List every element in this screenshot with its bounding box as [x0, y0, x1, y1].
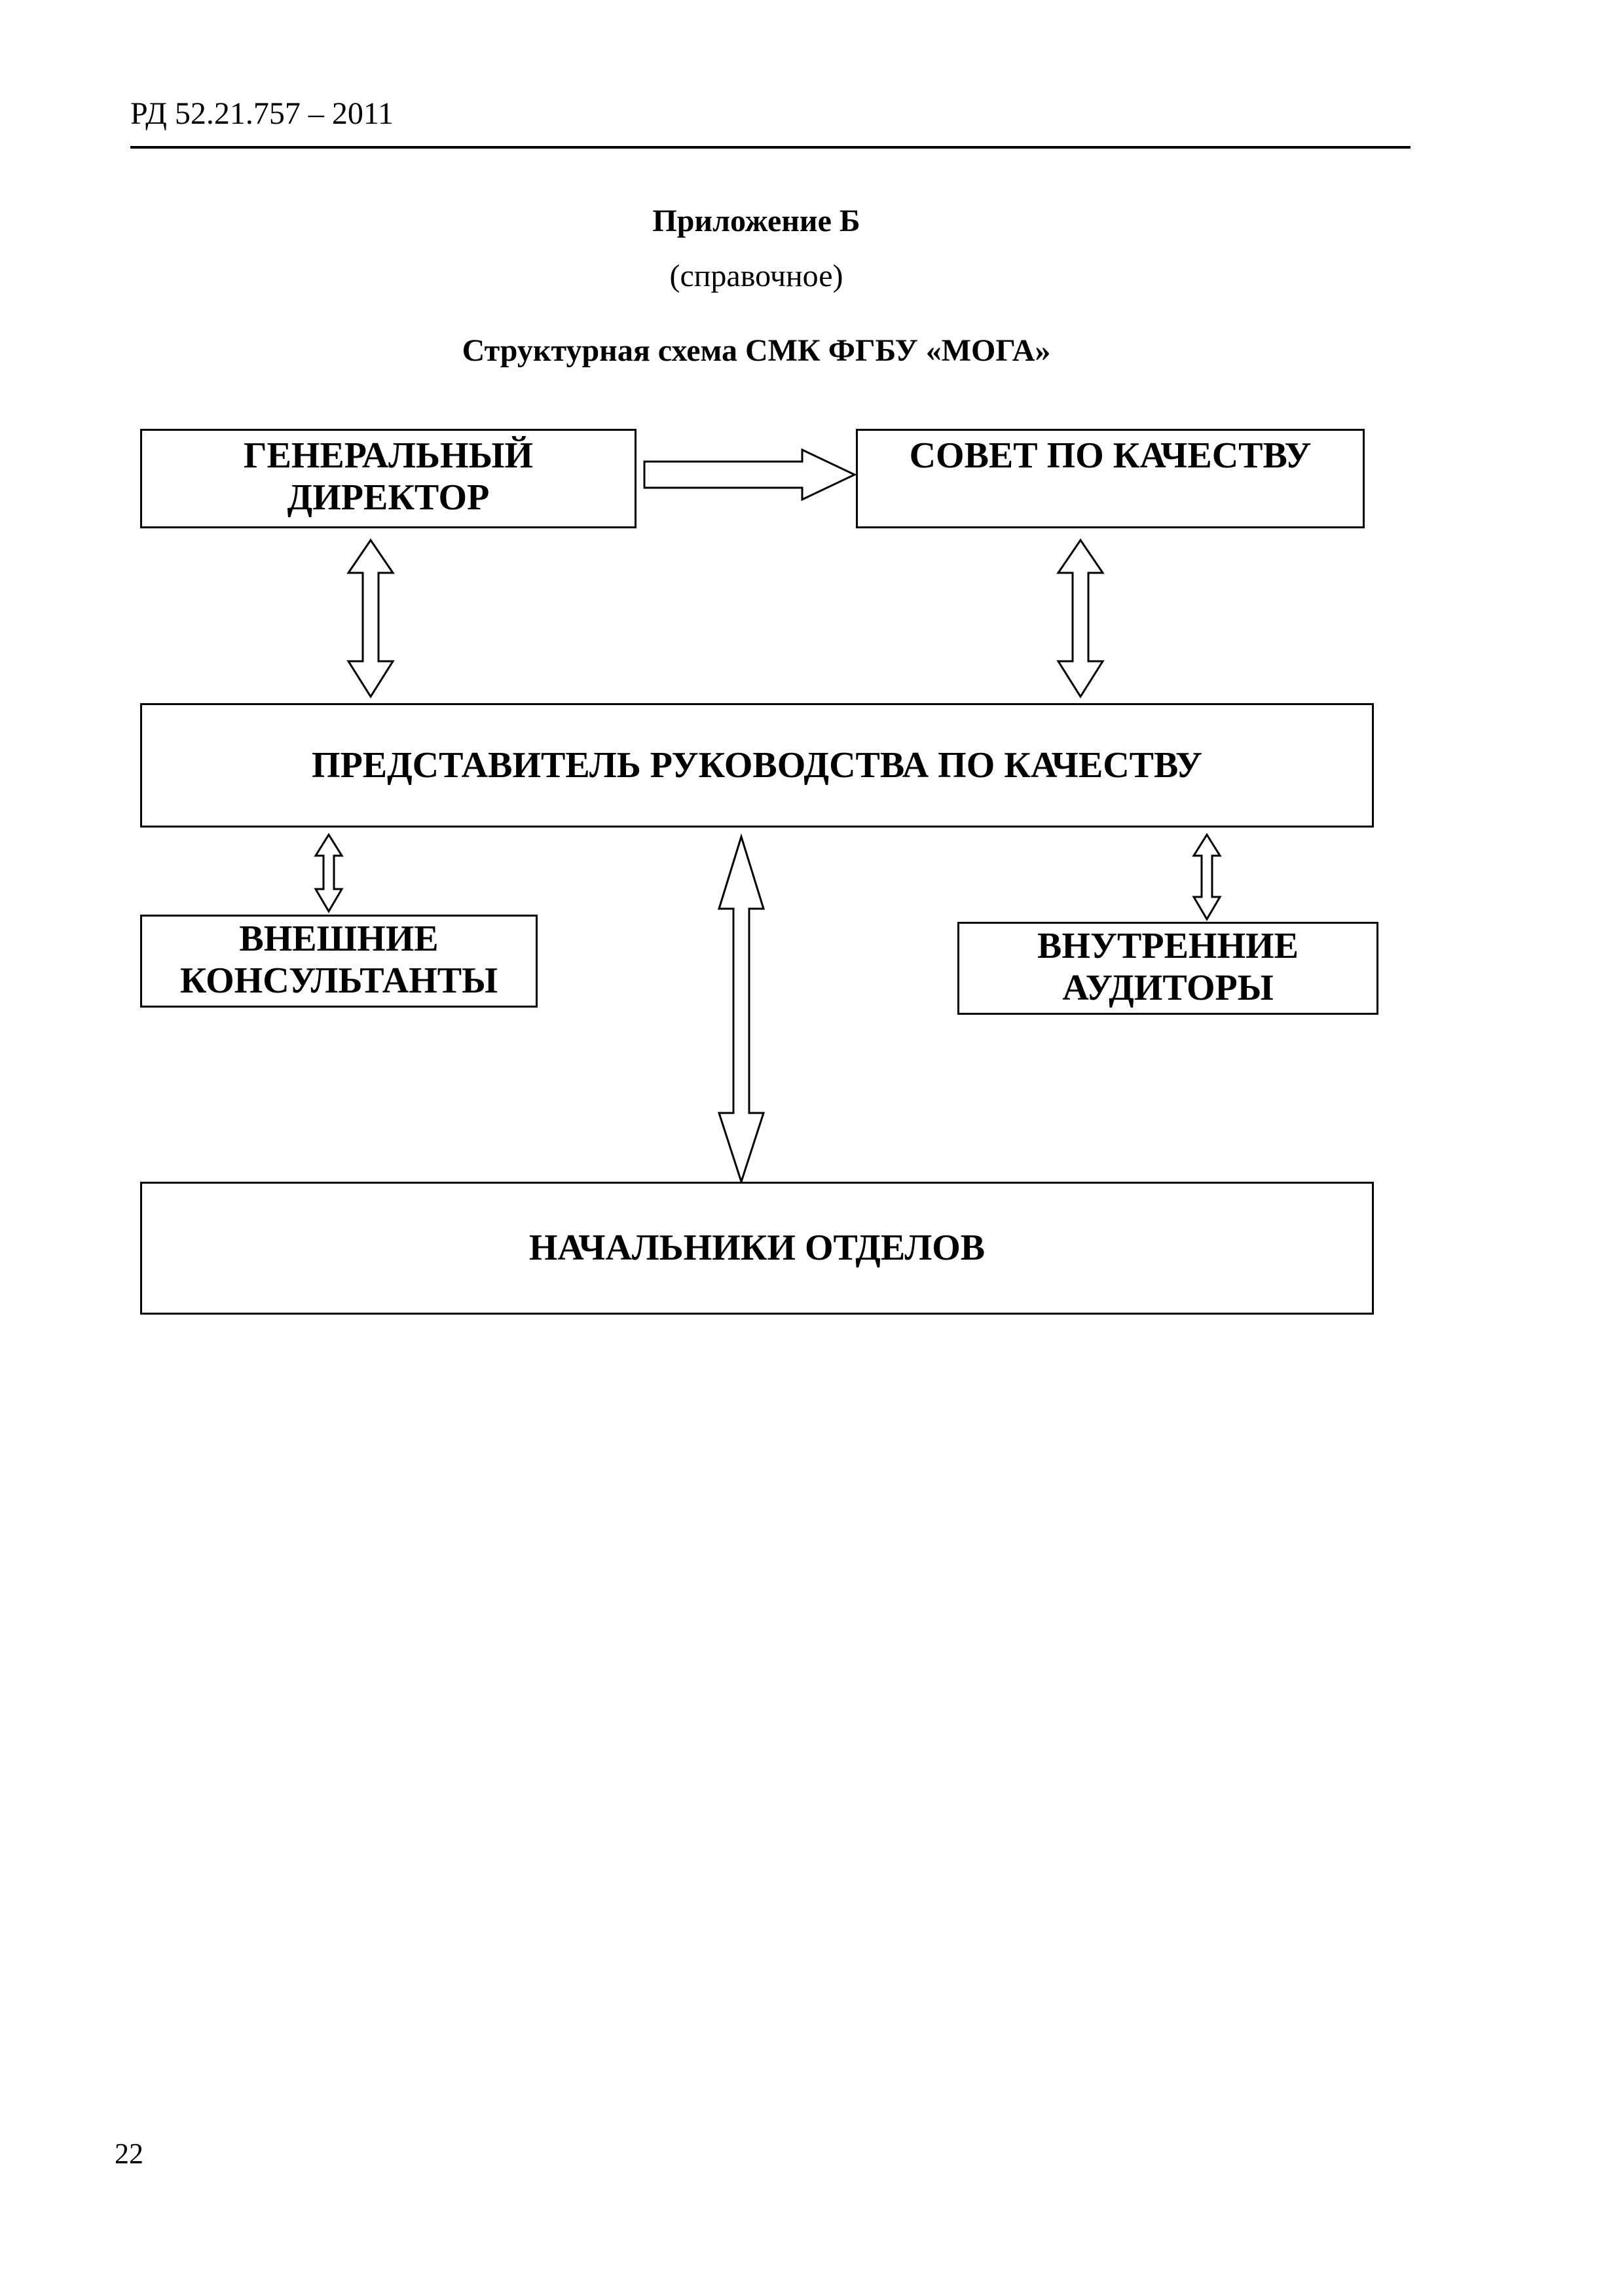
internal-auditors-label-line1: ВНУТРЕННИЕ — [1037, 926, 1299, 966]
external-consultants-label-line1: ВНЕШНИЕ — [239, 919, 439, 959]
appendix-note: (справочное) — [669, 259, 843, 293]
general-director-box: ГЕНЕРАЛЬНЫЙ ДИРЕКТОР — [140, 429, 637, 528]
quality-council-box: СОВЕТ ПО КАЧЕСТВУ — [856, 429, 1365, 528]
internal-auditors-label-line2: АУДИТОРЫ — [1062, 968, 1274, 1009]
arrow-director-to-council — [643, 448, 857, 501]
quality-representative-label: ПРЕДСТАВИТЕЛЬ РУКОВОДСТВА ПО КАЧЕСТВУ — [312, 744, 1202, 786]
page-number: 22 — [115, 2138, 143, 2170]
internal-auditors-box: ВНУТРЕННИЕ АУДИТОРЫ — [957, 922, 1378, 1015]
arrow-director-rep — [346, 538, 395, 699]
general-director-label-line1: ГЕНЕРАЛЬНЫЙ — [243, 435, 534, 476]
quality-council-label: СОВЕТ ПО КАЧЕСТВУ — [909, 435, 1312, 476]
external-consultants-label-line2: КОНСУЛЬТАНТЫ — [179, 960, 498, 1002]
arrow-rep-internal — [1192, 833, 1222, 921]
arrow-rep-external — [314, 833, 344, 913]
arrow-council-rep — [1056, 538, 1105, 699]
diagram-title: Структурная схема СМК ФГБУ «МОГА» — [462, 333, 1051, 368]
appendix-title: Приложение Б — [652, 204, 860, 238]
arrow-rep-heads — [717, 833, 766, 1185]
document-code: РД 52.21.757 – 2011 — [130, 96, 394, 131]
quality-representative-box: ПРЕДСТАВИТЕЛЬ РУКОВОДСТВА ПО КАЧЕСТВУ — [140, 703, 1374, 828]
external-consultants-box: ВНЕШНИЕ КОНСУЛЬТАНТЫ — [140, 915, 538, 1008]
department-heads-label: НАЧАЛЬНИКИ ОТДЕЛОВ — [528, 1228, 986, 1269]
department-heads-box: НАЧАЛЬНИКИ ОТДЕЛОВ — [140, 1182, 1374, 1315]
header-divider — [130, 146, 1411, 149]
general-director-label-line2: ДИРЕКТОР — [287, 477, 490, 519]
